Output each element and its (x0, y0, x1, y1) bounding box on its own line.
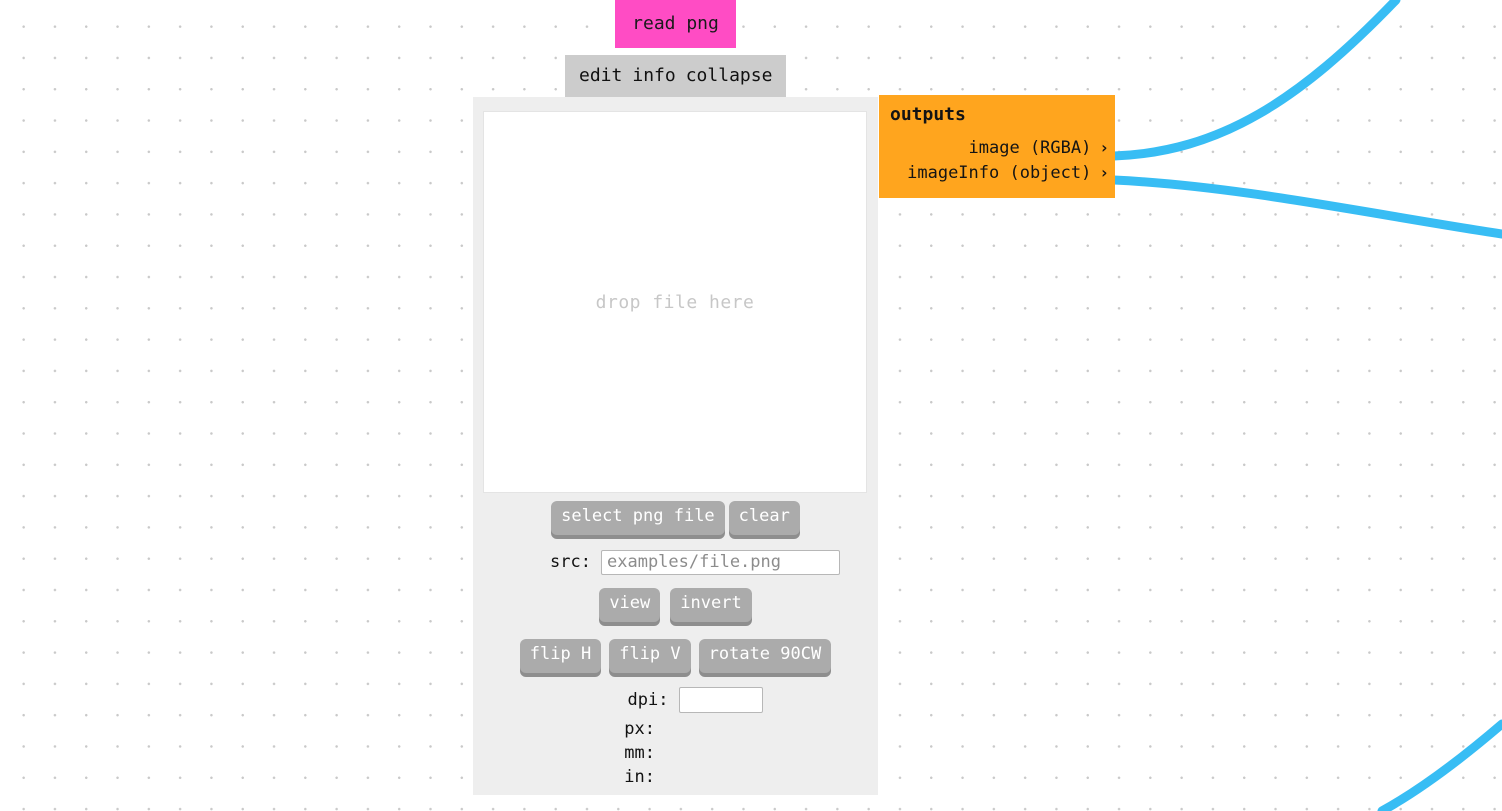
dpi-field-row: dpi: (473, 685, 878, 715)
readout-in-label: in: (624, 767, 655, 787)
invert-button[interactable]: invert (670, 587, 752, 623)
output-port-imageinfo-label: imageInfo (object) (907, 162, 1092, 183)
file-buttons-row: select png file clear (473, 497, 878, 539)
transform-buttons-row: flip H flip V rotate 90CW (473, 635, 878, 677)
file-dropzone[interactable]: drop file here (483, 111, 867, 493)
src-label: src: (550, 552, 591, 572)
src-field-row: src: (473, 547, 878, 577)
view-button[interactable]: view (599, 587, 661, 623)
flip-vertical-button[interactable]: flip V (609, 638, 691, 674)
readout-row: mm: (473, 741, 878, 765)
chevron-right-icon: › (1099, 138, 1109, 157)
chevron-right-icon: › (1099, 163, 1109, 182)
output-port-imageinfo[interactable]: imageInfo (object) › (879, 160, 1115, 185)
menu-item-collapse[interactable]: collapse (685, 65, 773, 86)
dropzone-label: drop file here (595, 291, 755, 313)
outputs-panel: outputs image (RGBA) › imageInfo (object… (879, 95, 1115, 198)
dpi-input[interactable] (678, 687, 763, 713)
node-menu-bar: edit info collapse (565, 55, 787, 97)
flip-horizontal-button[interactable]: flip H (519, 638, 602, 674)
node-body-panel: drop file here select png file clear src… (473, 97, 878, 795)
dpi-label: dpi: (627, 690, 669, 710)
output-port-image-label: image (RGBA) (968, 137, 1092, 158)
edge-lower-right (1377, 719, 1502, 811)
outputs-heading: outputs (890, 104, 966, 125)
select-png-file-button[interactable]: select png file (551, 500, 725, 536)
size-readouts: px: mm: in: (473, 717, 878, 789)
output-port-image[interactable]: image (RGBA) › (879, 135, 1115, 160)
readout-row: px: (473, 717, 878, 741)
view-invert-row: view invert (473, 585, 878, 625)
readout-px-label: px: (624, 719, 655, 739)
clear-button[interactable]: clear (728, 500, 800, 536)
readout-mm-label: mm: (624, 743, 655, 763)
node-title-bar[interactable]: read png (615, 0, 736, 48)
menu-item-info[interactable]: info (632, 65, 676, 86)
edge-image-out (1109, 0, 1401, 161)
edge-imageinfo-out (1109, 175, 1502, 239)
menu-item-edit[interactable]: edit (579, 65, 623, 86)
readout-row: in: (473, 765, 878, 789)
src-input[interactable] (601, 549, 840, 575)
rotate-90cw-button[interactable]: rotate 90CW (698, 638, 832, 674)
